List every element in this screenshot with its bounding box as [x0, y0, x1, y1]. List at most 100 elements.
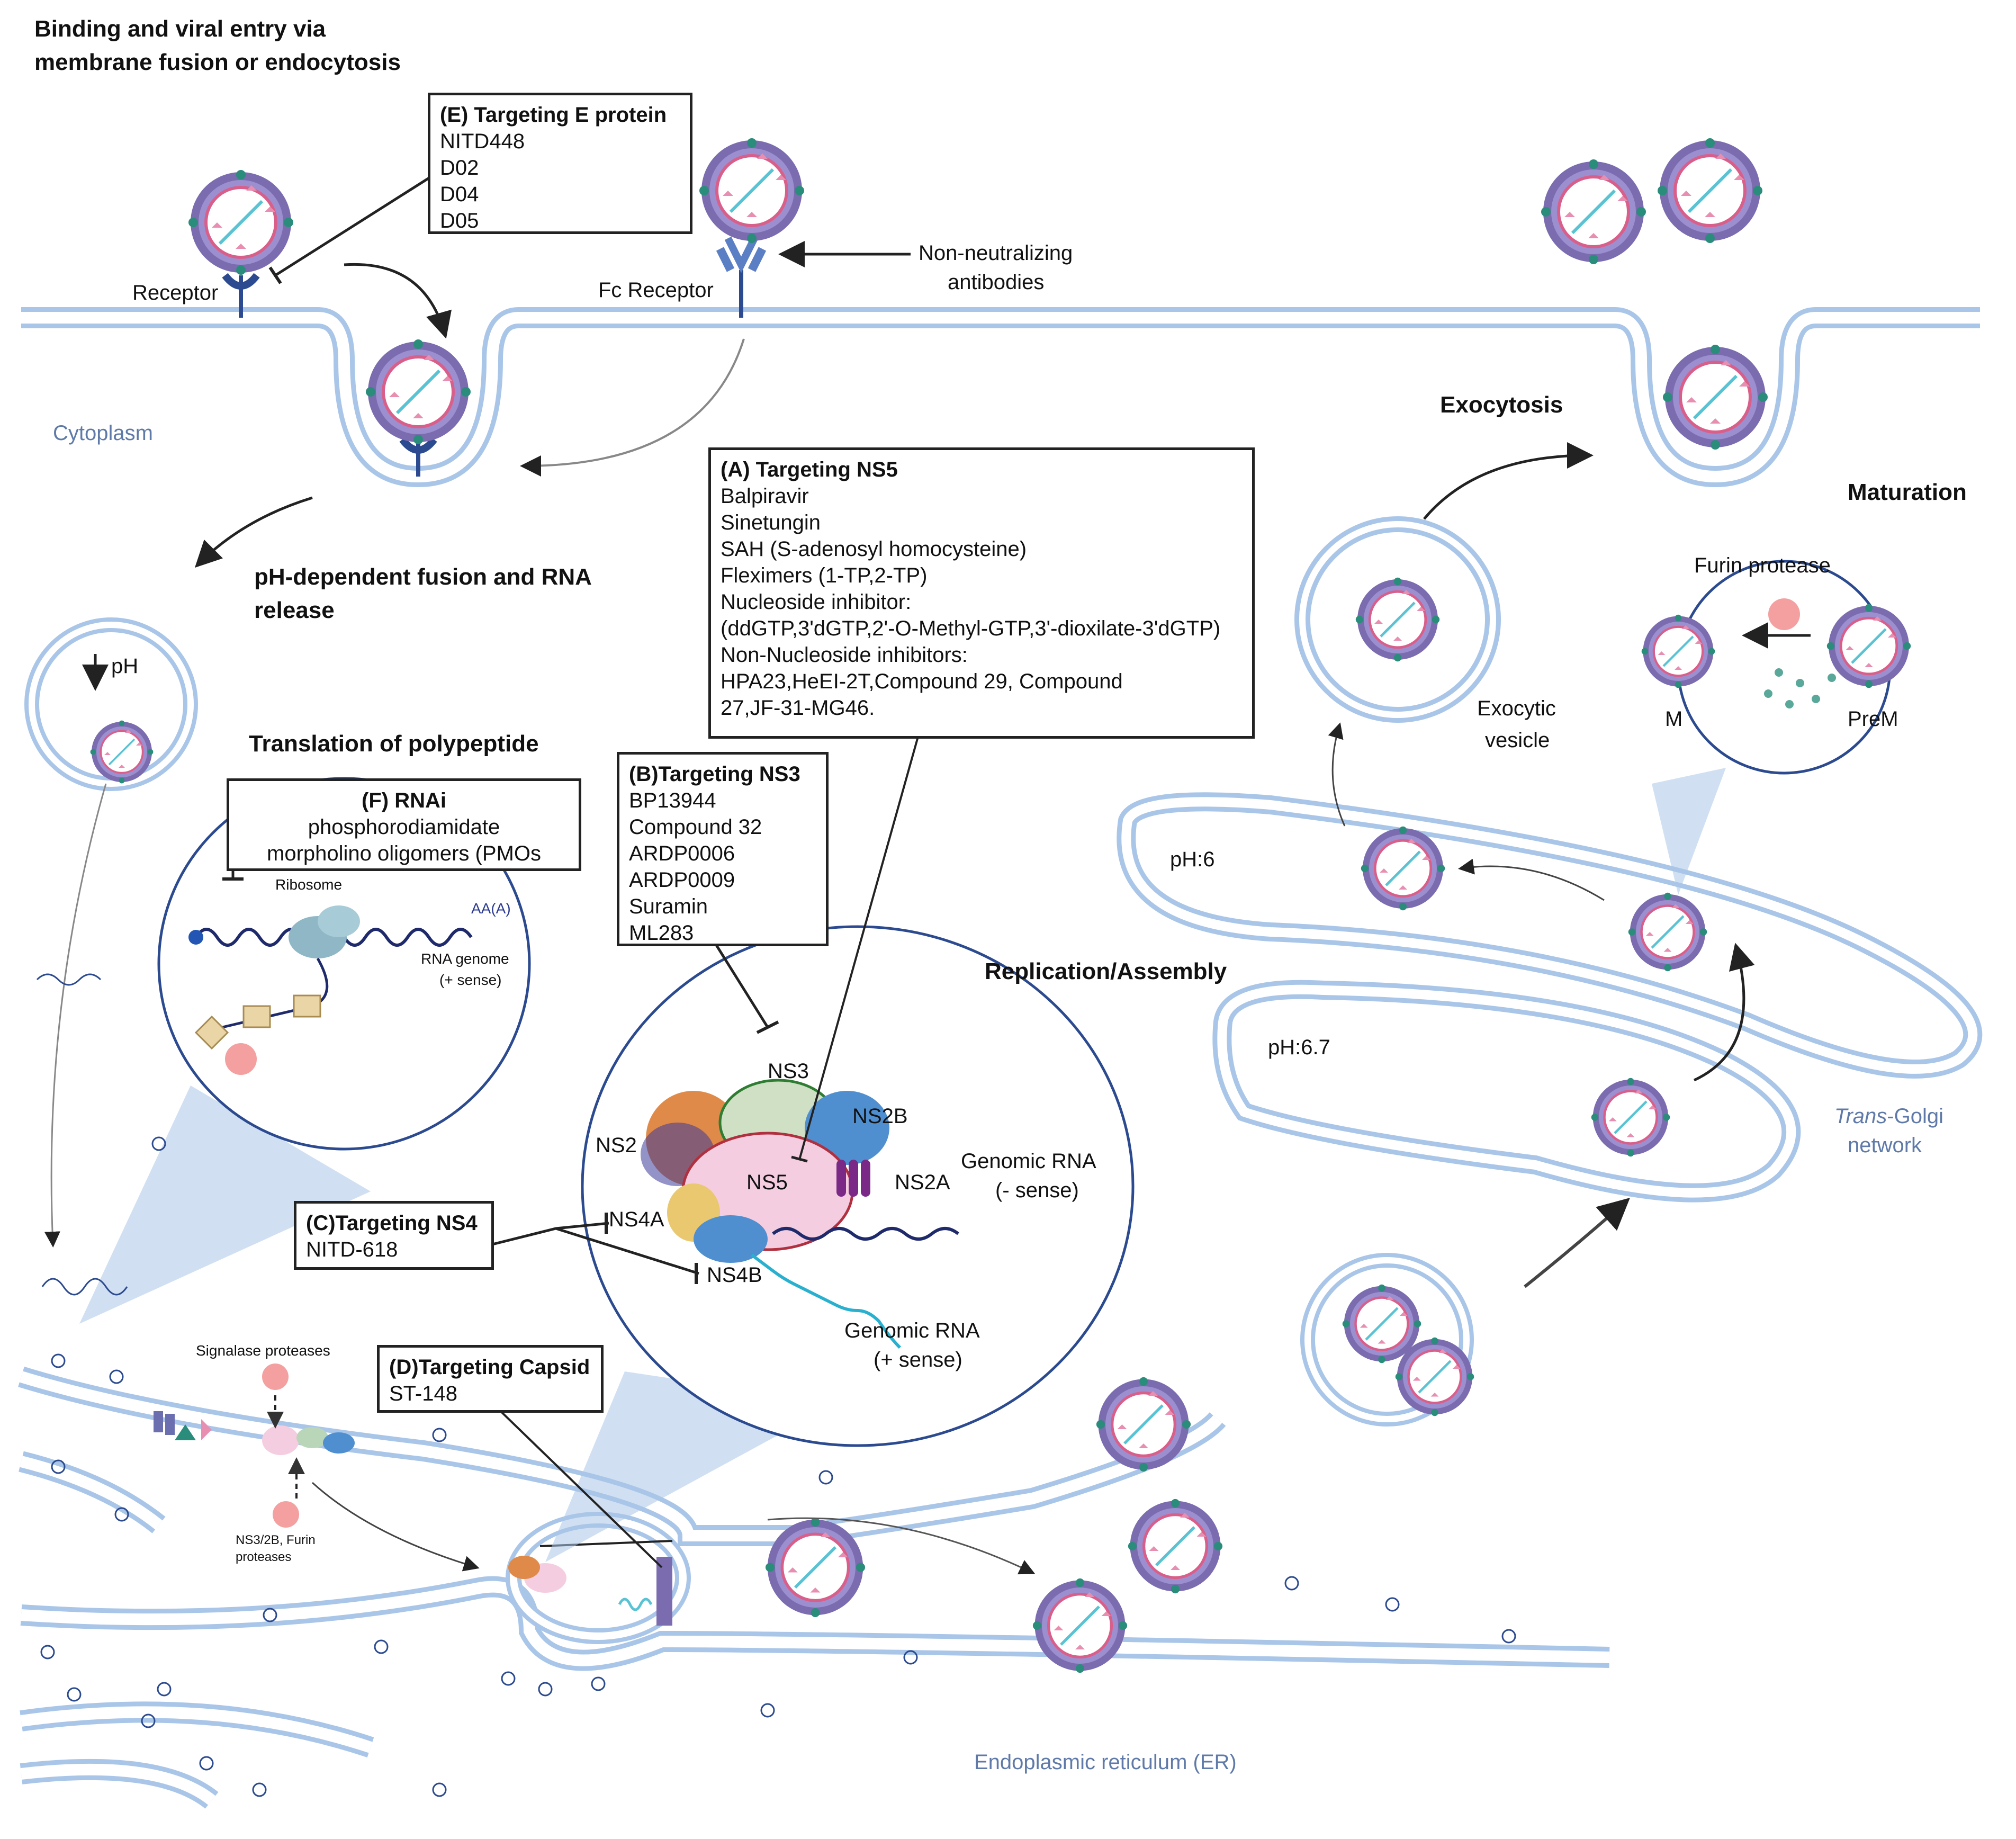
replication-heading: Replication/Assembly — [985, 958, 1227, 984]
translation-heading: Translation of polypeptide — [249, 731, 539, 757]
exocytic-label-2: vesicle — [1485, 729, 1550, 752]
box-f-title: (F) RNAi — [362, 789, 446, 812]
binding-heading-1: Binding and viral entry via — [34, 16, 326, 42]
box-b-item: BP13944 — [629, 789, 716, 812]
binding-heading-2: membrane fusion or endocytosis — [34, 49, 401, 75]
receptor-label: Receptor — [132, 281, 219, 304]
ph6-label: pH:6 — [1170, 848, 1215, 871]
box-a-item: Sinetungin — [721, 511, 821, 534]
signalase-label: Signalase proteases — [196, 1342, 330, 1359]
genomic-minus-label-1: Genomic RNA — [961, 1150, 1096, 1173]
box-b-item: Suramin — [629, 895, 708, 918]
ns2a-label: NS2A — [895, 1171, 950, 1194]
rna-genome-label-1: RNA genome — [421, 950, 509, 967]
ph-label: pH — [111, 654, 139, 678]
box-a-item: SAH (S-adenosyl homocysteine) — [721, 537, 1027, 561]
ns-complex — [641, 1079, 889, 1263]
virion-icon — [1356, 578, 1439, 661]
virion-icon — [366, 339, 471, 444]
ns4b-label: NS4B — [707, 1263, 762, 1287]
furin-label: Furin protease — [1694, 554, 1831, 577]
box-d-targeting-capsid: (D)Targeting Capsid ST-148 — [377, 1345, 604, 1413]
fc-receptor-label: Fc Receptor — [598, 279, 714, 302]
receptor-icon — [222, 273, 437, 477]
non-neutralizing-label-1: Non-neutralizing — [919, 241, 1073, 265]
box-a-item: Balpiravir — [721, 485, 809, 508]
virion-icon — [1033, 1578, 1127, 1673]
box-f-item: morpholino oligomers (PMOs — [267, 842, 541, 865]
genomic-minus-label-2: (- sense) — [995, 1179, 1079, 1202]
virion-icon — [1663, 345, 1768, 450]
exocytosis-heading: Exocytosis — [1440, 392, 1563, 418]
endosome — [24, 617, 198, 791]
ribosome-label: Ribosome — [275, 876, 343, 893]
er-label: Endoplasmic reticulum (ER) — [974, 1751, 1237, 1774]
ns5-label: NS5 — [746, 1171, 788, 1194]
genomic-plus-label-2: (+ sense) — [874, 1348, 962, 1371]
box-b-targeting-ns3: (B)Targeting NS3 BP13944 Compound 32 ARD… — [617, 752, 829, 946]
box-e-title: (E) Targeting E protein — [440, 103, 667, 127]
box-e-item: NITD448 — [440, 130, 525, 153]
trans-golgi-label: Trans-Golgi — [1834, 1104, 1943, 1128]
ns2b-label: NS2B — [852, 1105, 908, 1128]
virion-icon — [1541, 159, 1646, 264]
box-e-item: D05 — [440, 209, 479, 232]
cytoplasm-label: Cytoplasm — [53, 421, 153, 445]
box-b-item: ARDP0006 — [629, 842, 735, 865]
rna-genome-label-2: (+ sense) — [439, 972, 502, 988]
golgi — [1117, 792, 1983, 1203]
box-b-item: ARDP0009 — [629, 868, 735, 892]
trans-golgi-italic: Trans — [1834, 1105, 1887, 1128]
furin-protease-icon — [1768, 598, 1800, 630]
box-e-targeting-e-protein: (E) Targeting E protein NITD448 D02 D04 … — [428, 93, 692, 234]
ns3-furin-label-1: NS3/2B, Furin — [236, 1533, 316, 1547]
trans-golgi-rest: -Golgi — [1887, 1105, 1943, 1128]
box-a-item: Nucleoside inhibitor: — [721, 590, 912, 614]
box-c-title: (C)Targeting NS4 — [306, 1212, 478, 1235]
er-dots — [40, 1136, 1516, 1797]
ph-fusion-heading-2: release — [254, 597, 335, 623]
virion-icon — [1128, 1499, 1222, 1593]
box-c-item: NITD-618 — [306, 1238, 398, 1261]
plasma-membrane — [21, 307, 1980, 488]
box-c-targeting-ns4: (C)Targeting NS4 NITD-618 — [294, 1201, 494, 1270]
fc-receptor-icon — [716, 236, 767, 318]
box-b-title: (B)Targeting NS3 — [629, 762, 800, 786]
ns2-label: NS2 — [596, 1134, 637, 1157]
polyprotein — [154, 1363, 355, 1528]
zoom-cone — [79, 1086, 371, 1324]
network-label: network — [1848, 1134, 1922, 1157]
box-f-item: phosphorodiamidate — [308, 815, 500, 839]
box-b-item: ML283 — [629, 921, 694, 945]
m-label: M — [1665, 707, 1683, 731]
box-f-rnai: (F) RNAi phosphorodiamidate morpholino o… — [227, 778, 581, 871]
box-a-title: (A) Targeting NS5 — [721, 458, 898, 481]
genomic-plus-label-1: Genomic RNA — [844, 1319, 980, 1342]
box-b-item: Compound 32 — [629, 815, 762, 839]
box-d-item: ST-148 — [389, 1382, 457, 1405]
ns4a-label: NS4A — [609, 1208, 664, 1231]
box-a-item: (ddGTP,3'dGTP,2'-O-Methyl-GTP,3'-dioxila… — [721, 617, 1221, 640]
virion-icon — [699, 138, 804, 243]
virion-icon — [1628, 893, 1707, 972]
ph67-label: pH:6.7 — [1268, 1036, 1330, 1059]
box-a-item: Non-Nucleoside inhibitors: — [721, 643, 968, 667]
virion-icon — [1658, 138, 1762, 243]
ph-fusion-heading-1: pH-dependent fusion and RNA — [254, 564, 592, 590]
box-e-item: D04 — [440, 183, 479, 206]
aaa-label: AA(A) — [471, 900, 511, 917]
virion-icon — [1361, 827, 1445, 910]
exocytic-label-1: Exocytic — [1477, 697, 1556, 720]
ns3-label: NS3 — [768, 1060, 809, 1083]
box-a-item: Fleximers (1-TP,2-TP) — [721, 564, 928, 587]
prem-label: PreM — [1848, 707, 1898, 731]
virion-icon — [188, 170, 293, 275]
box-a-item: 27,JF-31-MG46. — [721, 696, 875, 720]
box-a-item: HPA23,HeEI-2T,Compound 29, Compound — [721, 670, 1123, 693]
box-a-targeting-ns5: (A) Targeting NS5 Balpiravir Sinetungin … — [708, 447, 1255, 739]
box-d-title: (D)Targeting Capsid — [389, 1356, 590, 1379]
virion-icon — [1591, 1078, 1670, 1157]
non-neutralizing-label-2: antibodies — [948, 271, 1045, 294]
maturation-heading: Maturation — [1848, 479, 1967, 505]
